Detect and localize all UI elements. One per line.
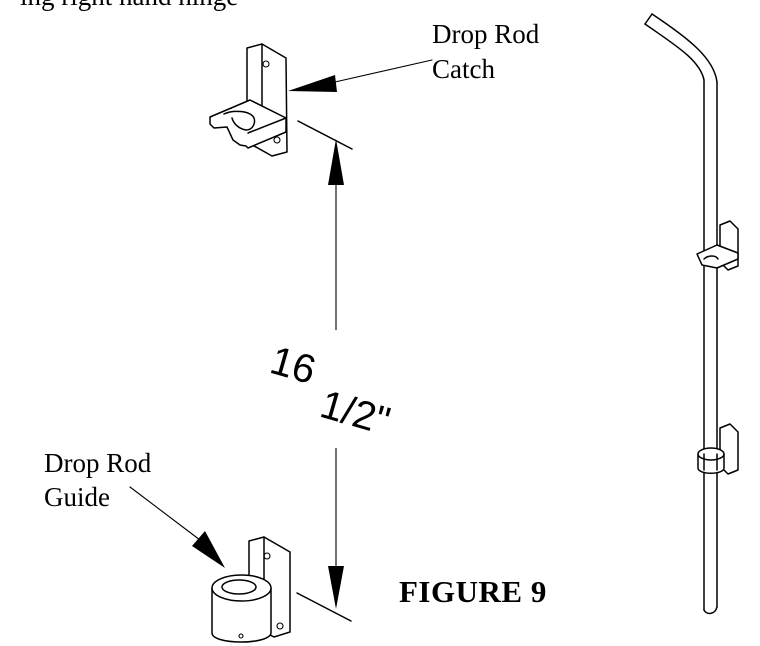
dimension-text: 16 xyxy=(266,338,321,393)
drop-rod-catch-label-line2: Catch xyxy=(432,54,495,84)
drop-rod-assembly xyxy=(644,13,739,615)
drop-rod-guide-label-line1: Drop Rod xyxy=(44,448,152,478)
drop-rod-guide-label-line2: Guide xyxy=(44,482,110,512)
drop-rod-catch-bracket xyxy=(209,43,288,157)
figure-caption: FIGURE 9 xyxy=(399,574,547,609)
dimension-line-16-half xyxy=(296,120,353,622)
drop-rod-guide-bracket xyxy=(211,536,291,643)
catch-leader xyxy=(288,59,433,92)
dimension-whole: 16 xyxy=(266,338,321,393)
drop-rod-catch-label-line1: Drop Rod xyxy=(432,19,540,49)
cropped-instruction-text: ing right hand hinge xyxy=(20,0,238,13)
guide-leader xyxy=(129,486,225,568)
